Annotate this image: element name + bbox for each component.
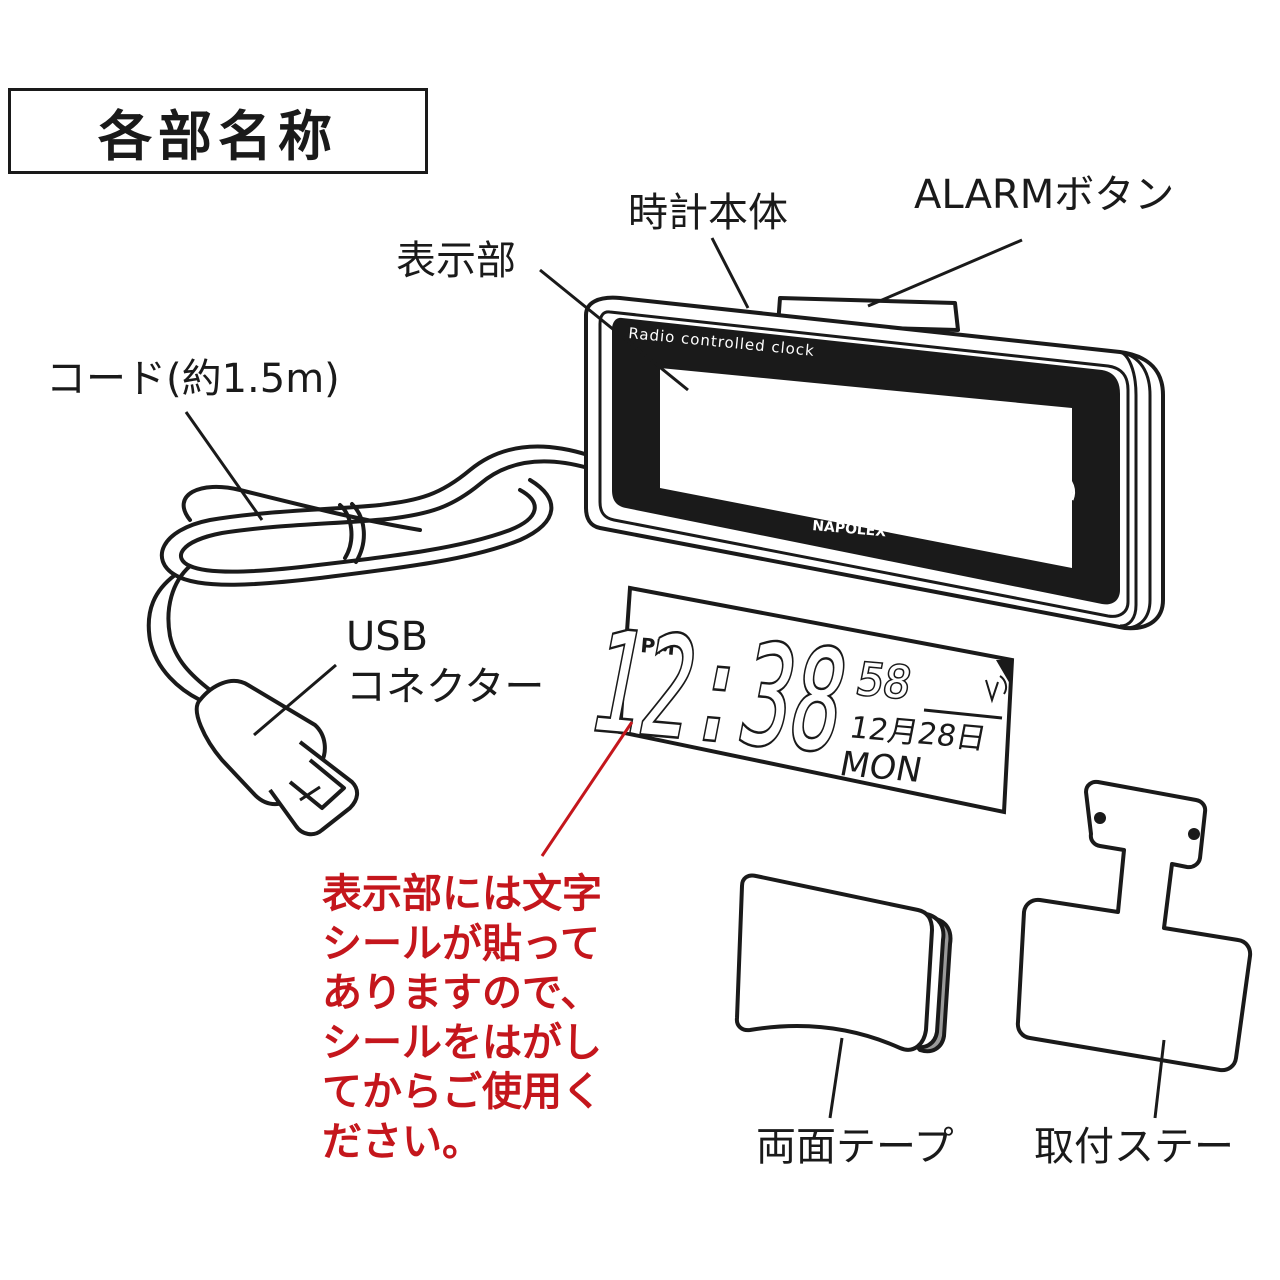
leader-cord [186,412,262,520]
label-usb-connector-line2: コネクター [346,664,544,710]
usb-connector [197,681,357,834]
mounting-stay [1018,782,1250,1070]
leader-alarm [868,240,1022,306]
note-line: ありますので、 [322,969,652,1019]
label-mounting-stay: 取付ステー [1034,1124,1234,1170]
note-line: シールをはがし [322,1019,652,1069]
usb-cord [149,447,588,700]
label-cord: コード(約1.5m) [46,356,340,402]
note-line: ださい。 [322,1118,652,1168]
note-line: 表示部には文字 [322,870,652,920]
double-sided-tape [737,875,951,1051]
leader-tape [830,1038,842,1118]
section-title: 各部名称 [98,92,338,171]
label-body: 時計本体 [628,190,788,236]
caution-note: 表示部には文字 シールが貼って ありますので、 シールをはがし てからご使用く … [322,870,652,1168]
clock-body [586,298,1163,629]
lcd-time: 12:38 [579,602,859,782]
section-title-box: 各部名称 [8,88,428,174]
label-alarm-button: ALARMボタン [914,172,1174,218]
note-line: シールが貼って [322,920,652,970]
label-usb-connector-line1: USB [346,614,428,660]
label-double-sided-tape: 両面テープ [756,1124,954,1170]
label-display: 表示部 [396,238,516,284]
leader-body [712,238,748,308]
note-line: てからご使用く [322,1068,652,1118]
lcd-weekday: MON [836,744,925,790]
lcd-seconds: 58 [853,654,916,709]
